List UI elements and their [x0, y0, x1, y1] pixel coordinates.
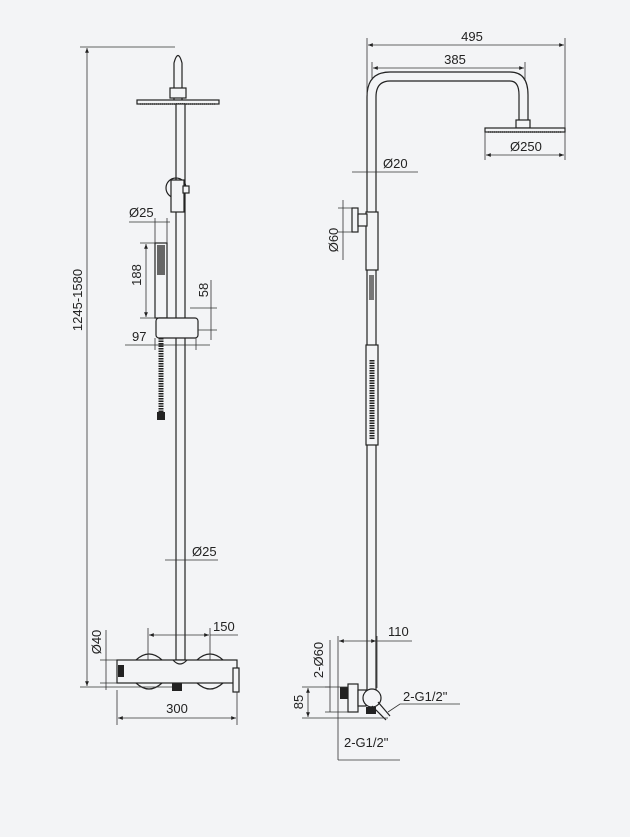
dim-total-reach: 495	[461, 29, 483, 44]
dim-head-diameter: Ø250	[510, 139, 542, 154]
front-view: 1245-1580 Ø25 188 58 97 Ø25 150 Ø40 300	[70, 46, 240, 725]
dim-inlet-spacing: 150	[213, 619, 235, 634]
side-column	[340, 71, 566, 721]
dim-pipe-diameter: Ø25	[192, 544, 217, 559]
dim-holder-offset: 97	[132, 329, 146, 344]
dim-mixer-diameter: Ø40	[89, 630, 104, 655]
dim-wall-offset: 110	[388, 624, 409, 639]
dim-collar-diameter: Ø60	[326, 228, 341, 253]
side-dimensions: 495 385 Ø250 Ø20 Ø60 110 2-Ø60 85 2-G1/2…	[291, 29, 566, 761]
front-dimensions: 1245-1580 Ø25 188 58 97 Ø25 150 Ø40 300	[70, 46, 238, 725]
dim-holder-height: 58	[196, 283, 211, 297]
dim-mixer-width: 300	[166, 701, 188, 716]
label-connection-1: 2-G1/2"	[403, 689, 448, 704]
dim-total-height: 1245-1580	[70, 269, 85, 331]
dim-hand-shower-length: 188	[129, 264, 144, 286]
dim-mixer-height: 85	[291, 695, 306, 709]
front-column	[116, 54, 240, 693]
side-view: 495 385 Ø250 Ø20 Ø60 110 2-Ø60 85 2-G1/2…	[291, 29, 566, 761]
dim-hand-shower-diameter: Ø25	[129, 205, 154, 220]
dim-arm-length: 385	[444, 52, 466, 67]
dim-upper-pipe-diameter: Ø20	[383, 156, 408, 171]
dim-escutcheon-diameter: 2-Ø60	[311, 642, 326, 678]
label-connection-2: 2-G1/2"	[344, 735, 389, 750]
